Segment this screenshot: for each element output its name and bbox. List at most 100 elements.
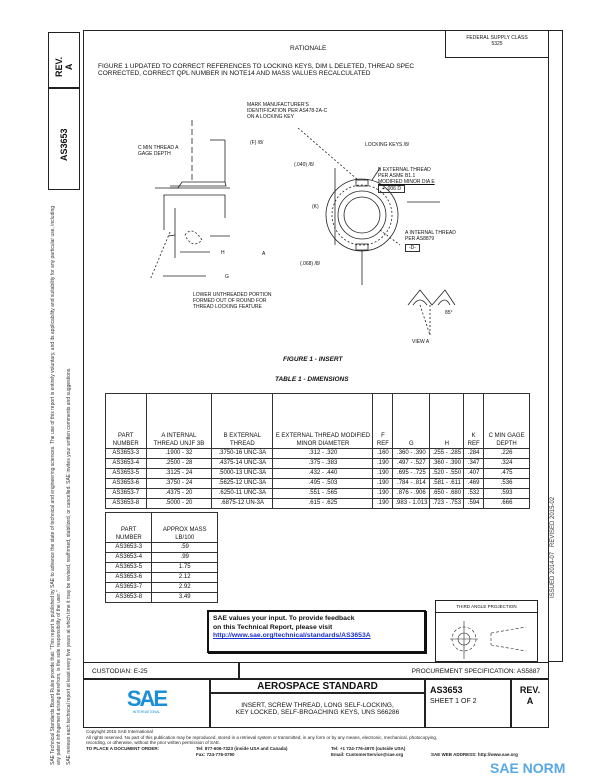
table-title: TABLE 1 - DIMENSIONS bbox=[275, 376, 349, 383]
table-cell: AS3653-8 bbox=[104, 592, 153, 603]
legal-text-2: SAE reviews each technical report at lea… bbox=[66, 367, 72, 765]
table-cell: .255 - .285 bbox=[429, 448, 465, 459]
dim-040: (.040) /8/ bbox=[294, 162, 315, 168]
table-cell: .876 - .906 bbox=[392, 488, 431, 499]
table-cell: .532 bbox=[463, 488, 485, 499]
table-cell: .190 bbox=[372, 488, 394, 499]
table-cell: .160 bbox=[372, 448, 394, 459]
table-cell: .432 - .440 bbox=[272, 468, 374, 479]
table-cell: .2500 - 28 bbox=[145, 458, 213, 469]
table-cell: 2.12 bbox=[151, 572, 218, 583]
view-a-label: VIEW A bbox=[412, 339, 430, 345]
rationale-text: FIGURE 1 UPDATED TO CORRECT REFERENCES T… bbox=[98, 63, 415, 78]
table-cell: AS3653-6 bbox=[105, 478, 147, 489]
right-strip bbox=[548, 30, 563, 662]
table-cell: AS3653-4 bbox=[104, 552, 153, 563]
table-cell: .190 bbox=[372, 468, 394, 479]
table-cell: .3750 - 24 bbox=[145, 478, 213, 489]
figure-title: FIGURE 1 - INSERT bbox=[283, 356, 343, 363]
table-cell: .360 - .390 bbox=[392, 448, 431, 459]
column-header: F REF bbox=[372, 393, 394, 449]
table-row: AS3653-7.4375 - 20.6250-11 UNC-3A.551 - … bbox=[105, 488, 530, 499]
table-cell: .5000-13 UNC-3A bbox=[211, 468, 274, 479]
table-cell: .190 bbox=[372, 458, 394, 469]
supply-class-label: FEDERAL SUPPLY CLASS bbox=[466, 35, 528, 41]
dim-068: (.068) /8/ bbox=[300, 261, 321, 267]
table-cell: .5625-12 UNC-3A bbox=[211, 478, 274, 489]
g-label: G bbox=[225, 274, 229, 280]
left-docnum-box: AS3653 bbox=[48, 88, 80, 190]
custodian: CUSTODIAN: E-25 bbox=[83, 662, 239, 679]
column-header: G bbox=[392, 393, 431, 449]
table-cell: .520 - .550 bbox=[429, 468, 465, 479]
table-cell: .284 bbox=[463, 448, 485, 459]
table-row: AS3653-8.5000 - 20.6875-12 UN-3A.615 - .… bbox=[105, 498, 530, 509]
left-rev-box: REV. A bbox=[48, 32, 80, 88]
table-cell: AS3653-6 bbox=[104, 572, 153, 583]
table-cell: .3750-16 UNC-3A bbox=[211, 448, 274, 459]
feedback-link[interactable]: http://www.sae.org/technical/standards/A… bbox=[213, 632, 371, 639]
table-cell: .666 bbox=[483, 498, 530, 509]
table-cell: .99 bbox=[151, 552, 218, 563]
table-cell: .4375 - 20 bbox=[145, 488, 213, 499]
angle-85: 85° bbox=[445, 310, 453, 316]
aerospace-standard: AEROSPACE STANDARD bbox=[210, 679, 425, 693]
rev-label: REV. bbox=[54, 56, 64, 77]
third-angle-projection: THIRD ANGLE PROJECTION bbox=[435, 600, 538, 662]
column-header: K REF bbox=[463, 393, 485, 449]
f-dim: (F) /8/ bbox=[250, 140, 264, 146]
table-cell: .723 - .753 bbox=[429, 498, 465, 509]
left-doc-number: AS3653 bbox=[59, 128, 69, 161]
figure-1-drawing bbox=[149, 120, 456, 336]
table-cell: .593 bbox=[483, 488, 530, 499]
footer: Copyright 2015 SAE International All rig… bbox=[86, 729, 518, 757]
column-header: C MIN GAGE DEPTH bbox=[483, 393, 530, 449]
table-cell: AS3653-3 bbox=[105, 448, 147, 459]
rev-value: A bbox=[64, 63, 74, 71]
table-cell: .1900 - 32 bbox=[145, 448, 213, 459]
table-cell: .6250-11 UNC-3A bbox=[211, 488, 274, 499]
column-header: PART NUMBER bbox=[104, 512, 153, 543]
feedback-line-1: SAE values your input. To provide feedba… bbox=[213, 615, 355, 622]
table-cell: AS3653-5 bbox=[105, 468, 147, 479]
table-cell: .4375-14 UNC-3A bbox=[211, 458, 274, 469]
table-cell: AS3653-3 bbox=[104, 542, 153, 553]
table-cell: .551 - .565 bbox=[272, 488, 374, 499]
table-row: AS3653-3.1900 - 32.3750-16 UNC-3A.312 - … bbox=[105, 448, 530, 459]
table-cell: .581 - .611 bbox=[429, 478, 465, 489]
table-cell: .475 bbox=[483, 468, 530, 479]
table-cell: .784 - .814 bbox=[392, 478, 431, 489]
column-header: A INTERNAL THREAD UNJF 3B bbox=[145, 393, 213, 449]
table-cell: .983 - 1.013 bbox=[392, 498, 431, 509]
table-cell: 2.92 bbox=[151, 582, 218, 593]
table-cell: AS3653-5 bbox=[104, 562, 153, 573]
table-cell: .360 - .390 bbox=[429, 458, 465, 469]
doc-number: AS3653 bbox=[430, 685, 463, 695]
legal-text-1: SAE Technical Standards Board Rules prov… bbox=[50, 205, 62, 765]
table-cell: 3.49 bbox=[151, 592, 218, 603]
table-row: AS3653-6.3750 - 24.5625-12 UNC-3A.495 - … bbox=[105, 478, 530, 489]
rationale-title: RATIONALE bbox=[290, 45, 327, 52]
table-cell: .536 bbox=[483, 478, 530, 489]
table-cell: .3125 - 24 bbox=[145, 468, 213, 479]
sheet-number: SHEET 1 OF 2 bbox=[430, 698, 477, 705]
table-cell: 1.75 bbox=[151, 562, 218, 573]
feedback-line-2: on this Technical Report, please visit bbox=[213, 623, 333, 631]
procurement-spec: PROCUREMENT SPECIFICATION: AS5887 bbox=[239, 662, 549, 679]
table-cell: .594 bbox=[463, 498, 485, 509]
table-cell: .59 bbox=[151, 542, 218, 553]
locking-keys-label: LOCKING KEYS /8/ bbox=[365, 142, 410, 148]
rev-box: REV.A bbox=[511, 679, 549, 728]
table-cell: .407 bbox=[463, 468, 485, 479]
table-cell: .5000 - 20 bbox=[145, 498, 213, 509]
projection-symbol-icon bbox=[450, 621, 527, 660]
a-label: A bbox=[262, 251, 266, 257]
